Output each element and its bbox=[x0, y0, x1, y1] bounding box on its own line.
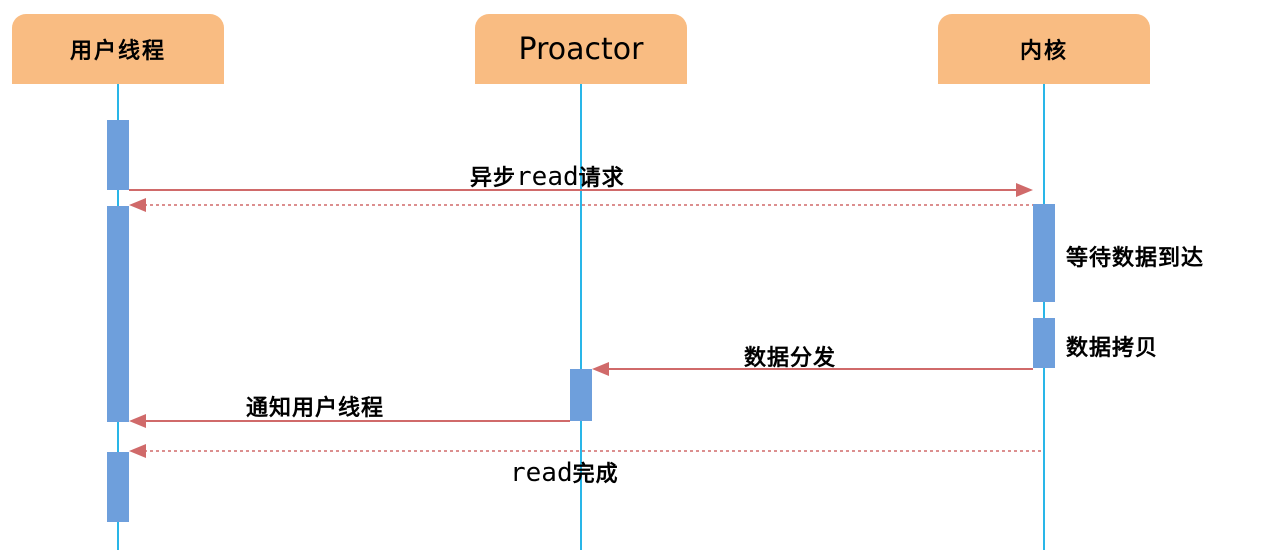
arrow-read-complete bbox=[129, 444, 1043, 458]
label-data-dispatch: 数据分发 bbox=[744, 346, 837, 371]
arrow-async-read-request bbox=[129, 183, 1033, 197]
lifeline-kernel bbox=[1043, 84, 1045, 550]
arrow-data-dispatch bbox=[592, 362, 1033, 376]
label-async-read-request: 异步read请求 bbox=[470, 162, 625, 192]
label-read-complete: read完成 bbox=[510, 458, 619, 488]
label-notify-user: 通知用户线程 bbox=[246, 396, 385, 421]
actor-user-thread: 用户线程 bbox=[12, 14, 224, 84]
label-copy-data: 数据拷贝 bbox=[1066, 336, 1159, 361]
activation-kernel-copy bbox=[1033, 318, 1055, 368]
activation-user-1 bbox=[107, 120, 129, 190]
activation-kernel-wait bbox=[1033, 204, 1055, 302]
arrow-notify-user bbox=[129, 414, 570, 428]
activation-user-2 bbox=[107, 206, 129, 422]
label-wait-data: 等待数据到达 bbox=[1066, 246, 1205, 271]
activation-proactor bbox=[570, 369, 592, 421]
lifeline-proactor bbox=[580, 84, 582, 550]
activation-user-3 bbox=[107, 452, 129, 522]
actor-kernel: 内核 bbox=[938, 14, 1150, 84]
actor-proactor: Proactor bbox=[475, 14, 687, 84]
arrow-async-read-return bbox=[129, 198, 1033, 212]
